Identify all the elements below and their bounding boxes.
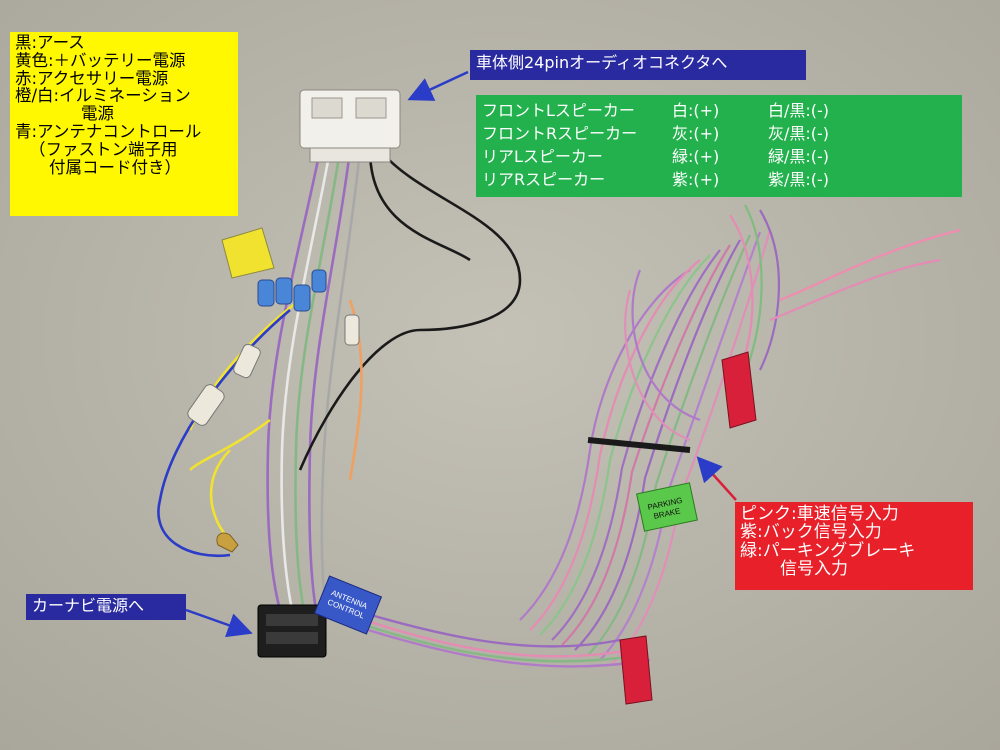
- red-tap-connectors: [619, 351, 757, 705]
- power-wiring-label: 黒:アース 黄色:＋バッテリー電源 赤:アクセサリー電源 橙/白:イルミネーショ…: [10, 32, 238, 216]
- power-label-line: 黒:アース: [15, 33, 85, 52]
- parking-brake-sticker: PARKING BRAKE: [636, 482, 698, 532]
- vehicle-24pin-connector: [299, 89, 401, 163]
- speaker-minus: 紫/黒:(-): [768, 169, 830, 189]
- speaker-minus: 緑/黒:(-): [768, 146, 830, 166]
- speaker-minus: 灰/黒:(-): [768, 123, 830, 143]
- arrow-to-signal-wires: [696, 456, 737, 501]
- blue-terminals: [257, 269, 327, 312]
- annotation-arrows: [185, 70, 469, 638]
- arrow-to-navi-connector: [185, 608, 253, 638]
- speaker-row: リアLスピーカー 緑:(+) 緑/黒:(-): [482, 145, 956, 168]
- power-label-line: 橙/白:イルミネーション: [15, 86, 191, 106]
- speaker-row: フロントRスピーカー 灰:(+) 灰/黒:(-): [482, 122, 956, 145]
- signal-label-line: ピンク:車速信号入力: [740, 504, 899, 524]
- signal-label-line: 緑:パーキングブレーキ: [740, 540, 916, 561]
- arrow-to-vehicle-connector: [407, 70, 469, 101]
- connector-wires: [157, 149, 522, 611]
- yellow-warning-tag: [221, 227, 275, 279]
- speaker-row: リアRスピーカー 紫:(+) 紫/黒:(-): [482, 168, 956, 191]
- speaker-plus: 紫:(+): [672, 169, 720, 189]
- cable-tie: [587, 437, 691, 453]
- speaker-name: リアLスピーカー: [482, 146, 603, 166]
- speaker-plus: 白:(+): [672, 100, 720, 120]
- speaker-name: リアRスピーカー: [482, 169, 606, 189]
- speaker-name: フロントRスピーカー: [482, 123, 638, 143]
- inline-fuse-holders: [187, 314, 360, 426]
- signal-label-line: 信号入力: [780, 559, 848, 580]
- speaker-plus: 緑:(+): [672, 146, 720, 166]
- speaker-row: フロントLスピーカー 白:(+) 白/黒:(-): [482, 99, 956, 122]
- vehicle-connector-label: 車体側24pinオーディオコネクタへ: [470, 50, 806, 80]
- speaker-name: フロントLスピーカー: [482, 100, 635, 120]
- power-label-line: 赤:アクセサリー電源: [15, 68, 169, 88]
- signal-label-line: 紫:バック信号入力: [740, 522, 882, 543]
- speaker-plus: 灰:(+): [672, 123, 720, 143]
- speaker-wiring-label: フロントLスピーカー 白:(+) 白/黒:(-) フロントRスピーカー 灰:(+…: [476, 95, 962, 197]
- antenna-control-sticker: ANTENNA CONTROL: [313, 575, 383, 635]
- navi-power-connector: [257, 604, 327, 658]
- power-label-line: 電源: [81, 104, 114, 124]
- signal-wiring-label: ピンク:車速信号入力 紫:バック信号入力 緑:パーキングブレーキ 信号入力: [735, 502, 973, 590]
- power-label-line: 青:アンテナコントロール: [15, 122, 202, 142]
- spade-terminal: [216, 532, 239, 553]
- power-label-line: 付属コード付き）: [49, 157, 181, 177]
- power-label-line: 黄色:＋バッテリー電源: [15, 50, 186, 70]
- navi-power-label: カーナビ電源へ: [26, 594, 186, 620]
- speaker-minus: 白/黒:(-): [768, 100, 830, 120]
- power-label-line: （ファストン端子用: [29, 139, 178, 159]
